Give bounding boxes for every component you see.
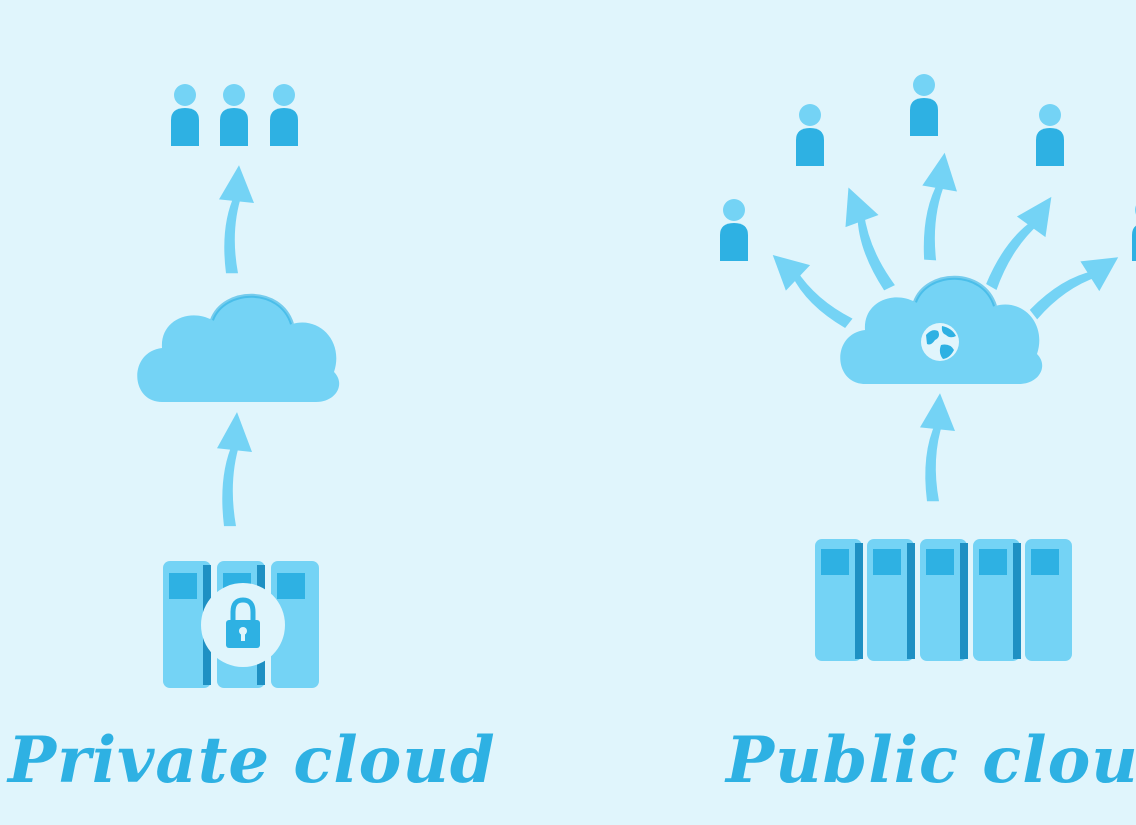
arrow-to-user-far-right bbox=[1025, 241, 1128, 332]
arrow-to-user-left bbox=[830, 180, 910, 294]
user-icon bbox=[910, 74, 938, 136]
user-icon bbox=[270, 84, 298, 146]
private-cloud-label: Private cloud bbox=[8, 723, 496, 798]
user-icon bbox=[1132, 205, 1136, 261]
user-icon bbox=[720, 199, 748, 261]
lock-icon bbox=[201, 583, 285, 667]
arrow-servers-to-cloud bbox=[217, 412, 252, 527]
user-icon bbox=[171, 84, 199, 146]
private-users bbox=[171, 84, 298, 146]
arrow-cloud-to-users bbox=[219, 165, 254, 274]
server-rack-icon bbox=[815, 539, 1072, 661]
arrow-to-user-far-left bbox=[760, 243, 863, 334]
user-icon bbox=[1036, 104, 1064, 166]
public-cloud-label: Public cloud bbox=[726, 723, 1136, 798]
cloud-icon bbox=[137, 293, 340, 402]
arrow-to-user-center bbox=[917, 151, 960, 262]
globe-icon bbox=[921, 323, 959, 361]
public-users bbox=[720, 74, 1136, 261]
user-icon bbox=[220, 84, 248, 146]
arrow-servers-to-cloud bbox=[920, 393, 955, 502]
arrow-to-user-right bbox=[980, 186, 1065, 298]
user-icon bbox=[796, 104, 824, 166]
